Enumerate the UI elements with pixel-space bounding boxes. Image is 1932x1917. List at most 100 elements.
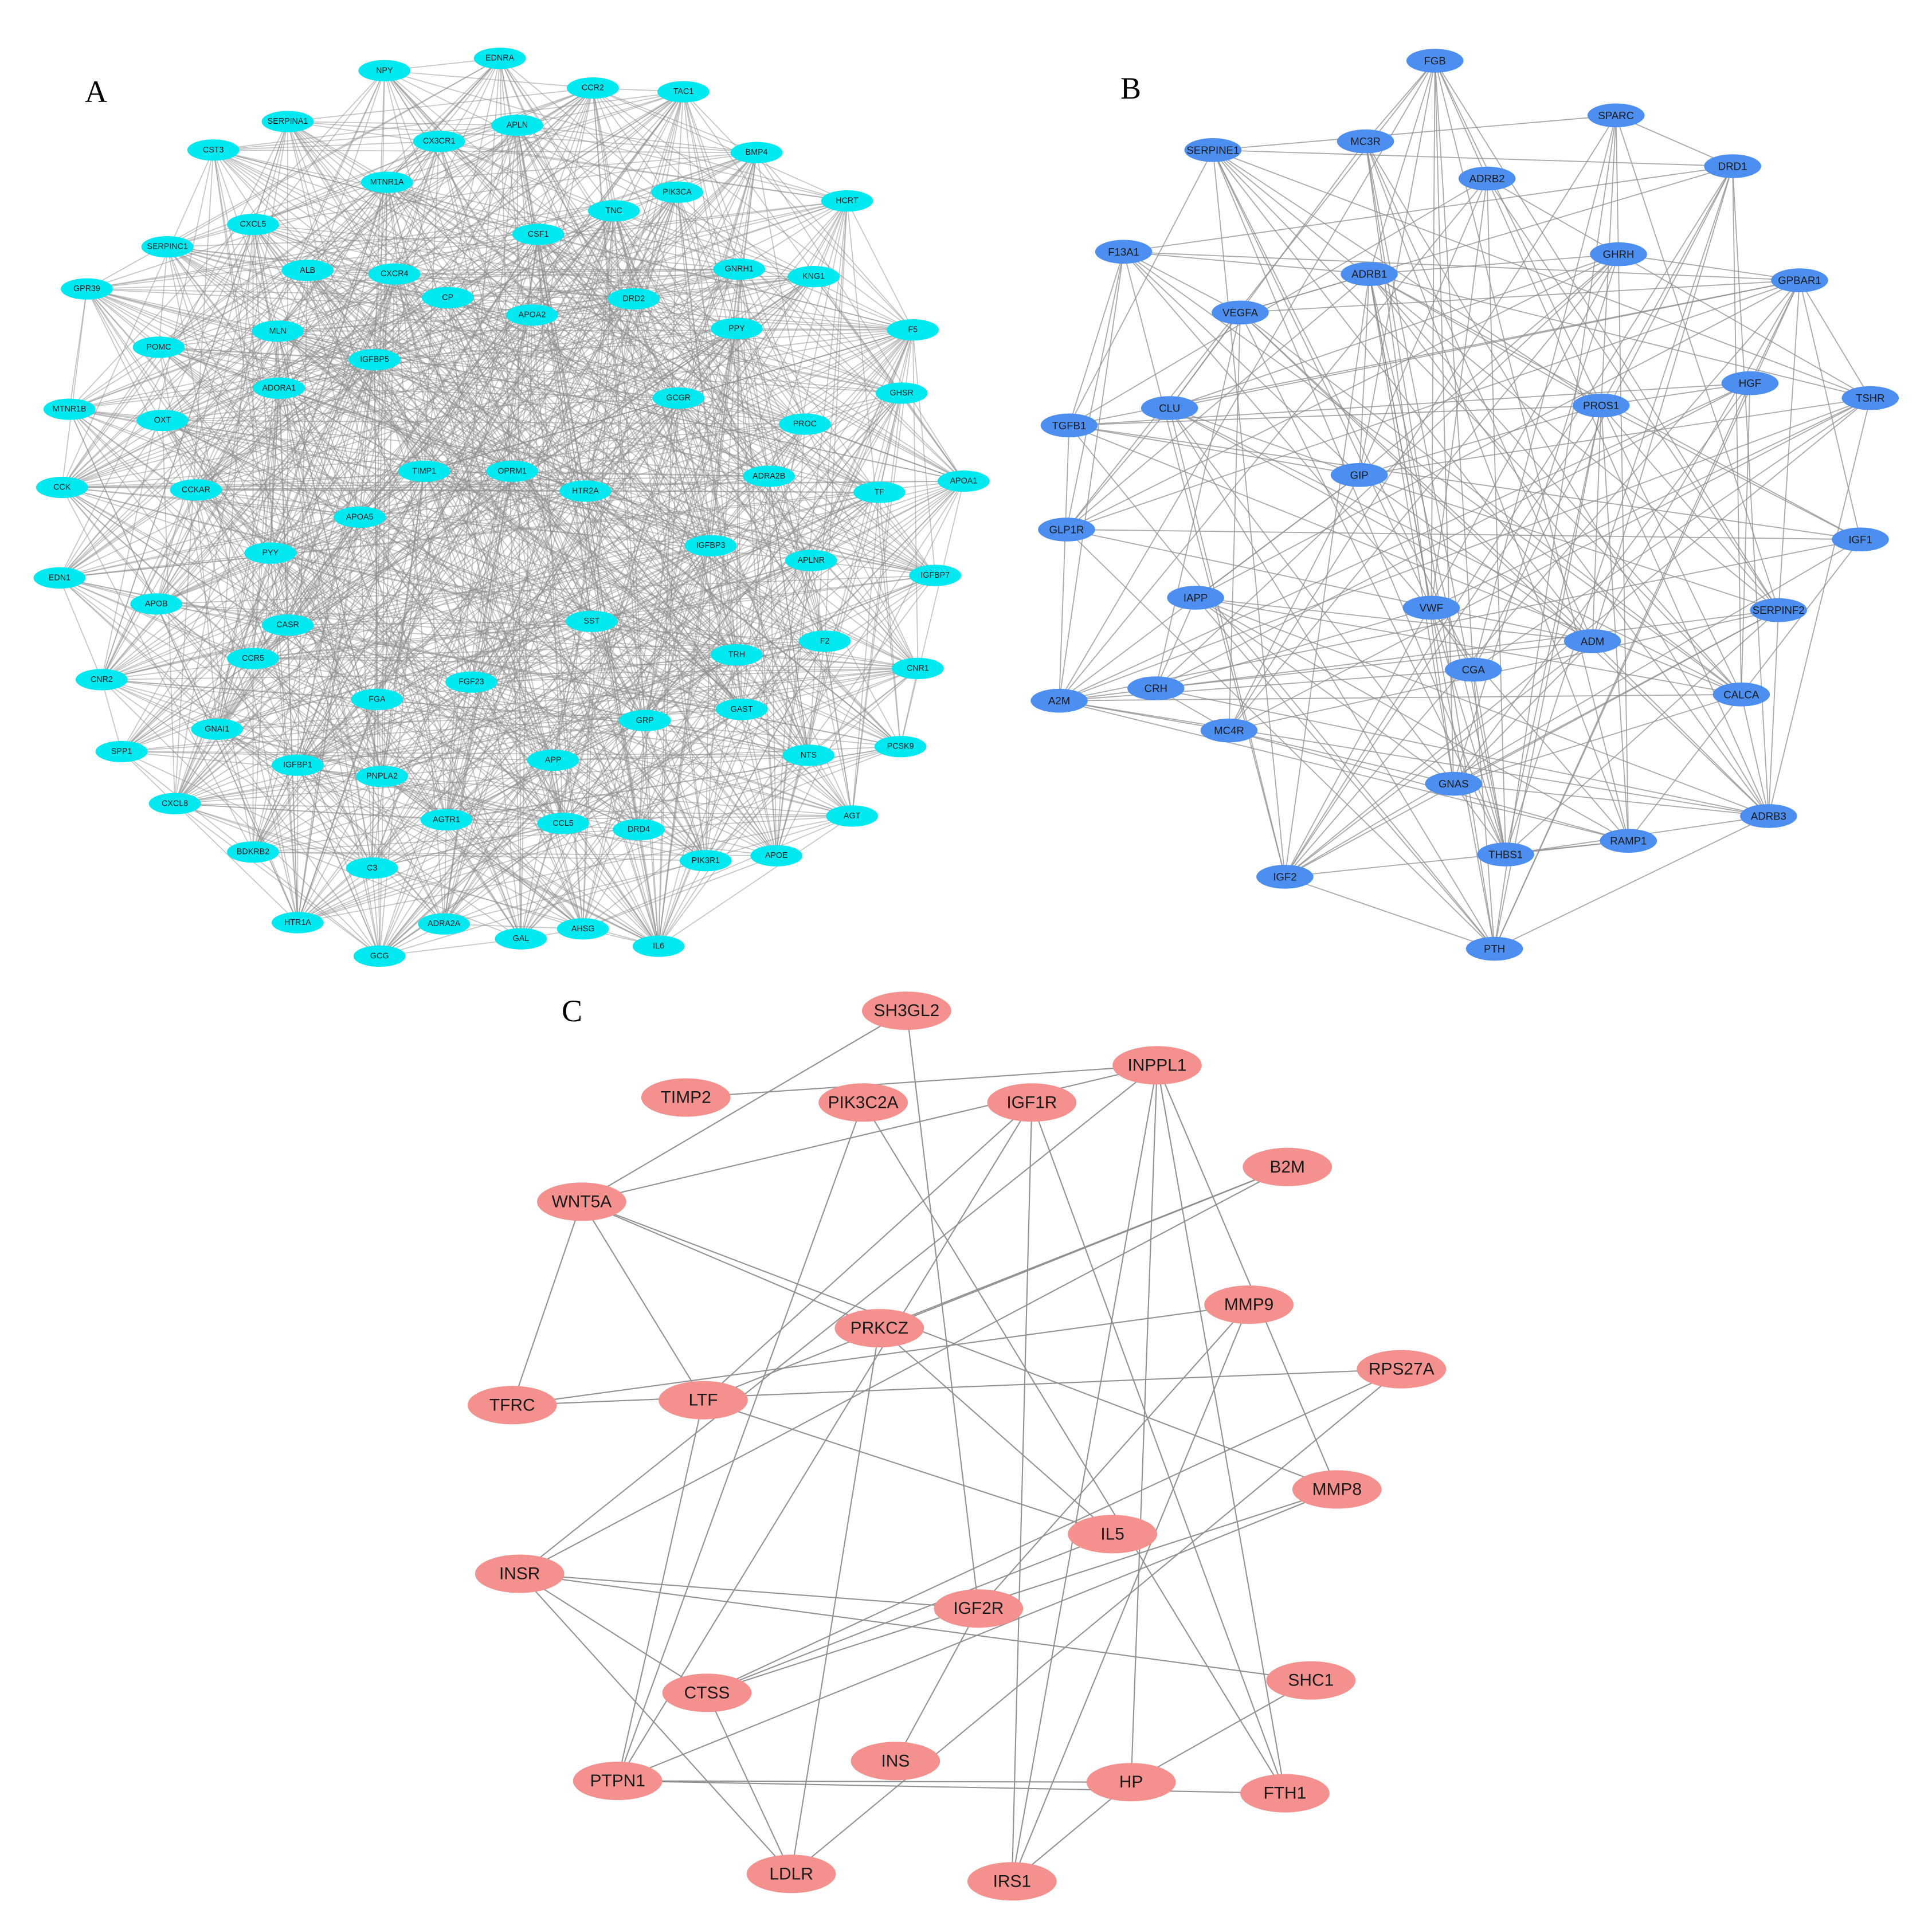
- node-apoe: APOE: [750, 845, 803, 867]
- edge: [424, 471, 447, 820]
- node-ellipse: [537, 813, 589, 834]
- node-label: HCRT: [836, 197, 859, 206]
- node-wnt5a: WNT5A: [537, 1182, 626, 1221]
- edge: [448, 276, 814, 299]
- edge: [1615, 115, 1629, 841]
- edge: [553, 746, 901, 761]
- edge: [1600, 166, 1733, 406]
- edge: [253, 224, 739, 270]
- edge: [1799, 280, 1871, 399]
- edge: [377, 492, 880, 700]
- node-label: CCR2: [582, 84, 604, 93]
- edge: [585, 491, 918, 669]
- node-label: AGT: [844, 812, 861, 821]
- node-ellipse: [473, 48, 526, 69]
- edge: [69, 359, 375, 410]
- edge: [162, 297, 448, 421]
- edge: [736, 328, 770, 477]
- node-a2m: A2M: [1030, 688, 1088, 713]
- edge: [87, 288, 880, 493]
- edge: [471, 621, 592, 683]
- edge: [101, 624, 288, 680]
- edge: [1196, 597, 1593, 642]
- edge: [446, 58, 500, 820]
- node-label: ADRB2: [1469, 173, 1505, 185]
- edge: [1155, 688, 1769, 817]
- edge: [382, 775, 852, 817]
- edge: [863, 1102, 1286, 1794]
- edge: [519, 1065, 1158, 1574]
- node-ellipse: [467, 1386, 557, 1425]
- node-label: SHC1: [1288, 1671, 1334, 1690]
- edge: [1453, 254, 1619, 784]
- edge: [253, 759, 554, 853]
- node-vegfa: VEGFA: [1212, 300, 1269, 325]
- edge: [1212, 150, 1474, 671]
- edge: [1213, 115, 1616, 151]
- edge: [808, 641, 825, 756]
- node-pyy: PYY: [244, 542, 297, 564]
- node-igfbp1: IGFBP1: [272, 754, 324, 776]
- edge: [538, 234, 593, 622]
- node-apoa2: APOA2: [506, 304, 558, 326]
- node-ellipse: [684, 535, 737, 556]
- node-label: GPBAR1: [1778, 275, 1821, 287]
- node-label: CNR1: [907, 664, 929, 673]
- edge: [101, 545, 711, 680]
- edge: [617, 1102, 1033, 1782]
- node-ellipse: [130, 593, 183, 615]
- edge: [381, 681, 472, 777]
- edge: [59, 578, 103, 680]
- edge: [374, 359, 472, 683]
- edge: [253, 658, 918, 669]
- node-label: TSHR: [1856, 392, 1885, 404]
- node-label: DRD2: [622, 295, 645, 304]
- node-ellipse: [1445, 657, 1502, 682]
- edge: [808, 201, 848, 755]
- node-ellipse: [272, 912, 324, 934]
- node-mc4r: MC4R: [1200, 718, 1258, 743]
- node-ellipse: [261, 111, 314, 132]
- edge: [217, 545, 711, 730]
- node-ellipse: [491, 115, 543, 136]
- edge: [703, 1102, 1033, 1401]
- edge: [1069, 425, 1861, 540]
- edge: [553, 755, 809, 761]
- node-ellipse: [711, 644, 763, 666]
- node-adrb2: ADRB2: [1458, 166, 1516, 191]
- edge: [1213, 149, 1871, 399]
- edge: [1284, 840, 1629, 877]
- edge: [1213, 149, 1733, 167]
- edge: [1059, 425, 1070, 701]
- node-label: GCGR: [666, 394, 691, 403]
- node-igf1r: IGF1R: [987, 1083, 1077, 1122]
- node-label: MTNR1A: [370, 178, 404, 187]
- edge: [446, 471, 513, 820]
- edge: [1431, 607, 1506, 855]
- edge: [1431, 178, 1488, 608]
- edge: [638, 720, 646, 830]
- edge: [1212, 150, 1742, 695]
- edge: [217, 728, 380, 956]
- edge: [1169, 407, 1454, 785]
- edge: [1059, 539, 1861, 701]
- node-label: SST: [583, 617, 599, 626]
- edge: [1195, 280, 1800, 598]
- edge: [851, 492, 880, 816]
- node-tfrc: TFRC: [467, 1386, 557, 1425]
- node-label: C3: [367, 864, 377, 873]
- edge: [736, 654, 918, 669]
- edge: [1195, 597, 1454, 785]
- edge: [585, 491, 742, 710]
- edge: [1240, 312, 1769, 817]
- node-serpina1: SERPINA1: [261, 111, 314, 132]
- edges-layer: [59, 57, 1871, 1882]
- edge: [270, 491, 586, 554]
- edge: [1066, 529, 1593, 642]
- edge: [1169, 407, 1286, 877]
- node-adrb3: ADRB3: [1740, 804, 1797, 828]
- edge: [174, 182, 388, 804]
- edge: [438, 91, 684, 142]
- edge: [448, 297, 913, 331]
